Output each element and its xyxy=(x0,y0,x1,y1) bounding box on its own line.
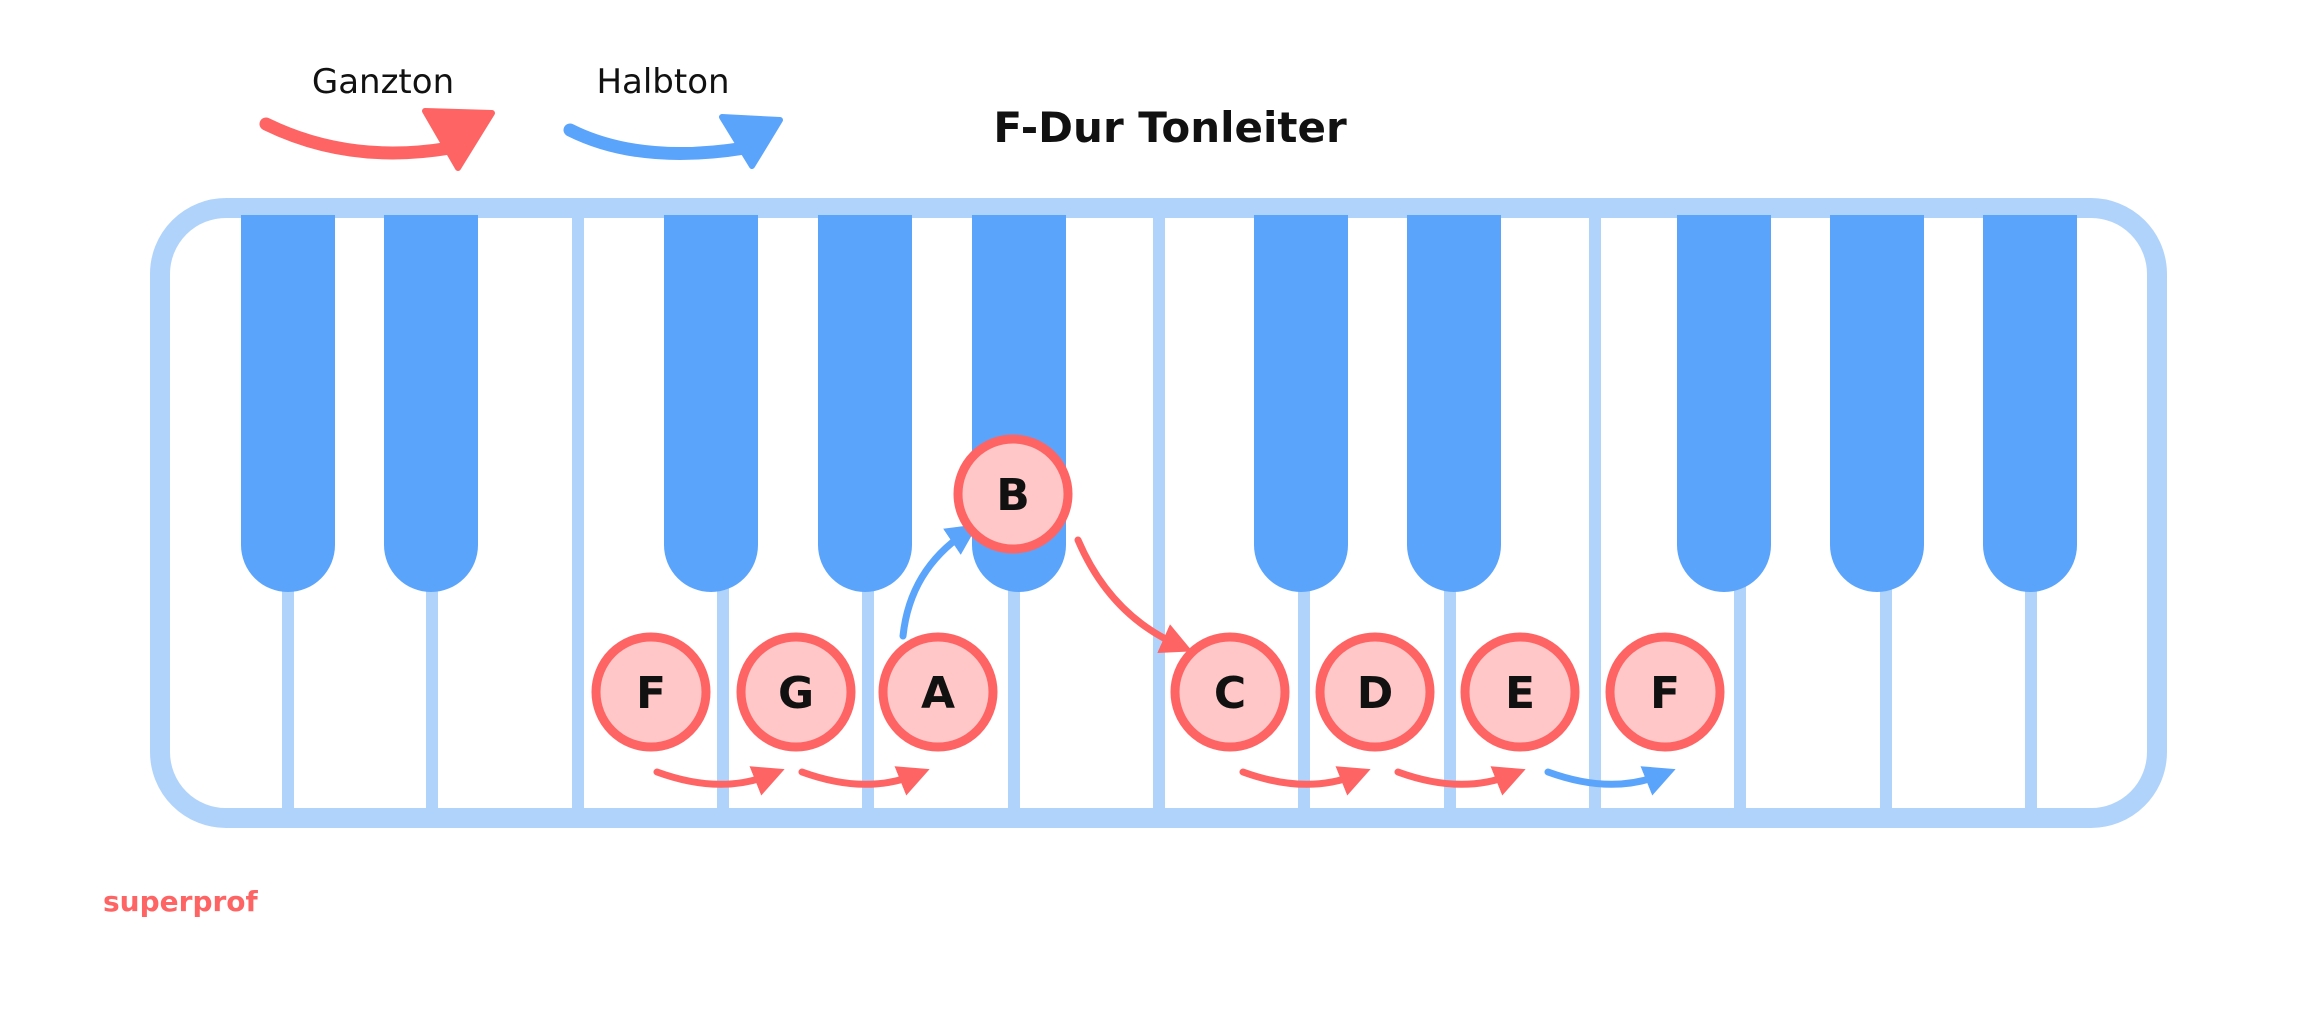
note-label: G xyxy=(778,668,814,719)
black-key xyxy=(384,215,478,592)
note-circle xyxy=(878,632,998,752)
black-key xyxy=(1983,215,2077,592)
scale-notes: F G A B C D E F xyxy=(591,434,1725,752)
page-title: F-Dur Tonleiter xyxy=(993,103,1347,152)
step-arrow-d-e xyxy=(1394,766,1526,796)
note-b: B xyxy=(953,434,1073,554)
legend-half-step-label: Halbton xyxy=(596,62,729,102)
note-circle xyxy=(1170,632,1290,752)
note-circle xyxy=(591,632,711,752)
black-key xyxy=(664,215,758,592)
black-key xyxy=(1677,215,1771,592)
note-label: C xyxy=(1214,668,1246,719)
note-label: E xyxy=(1505,668,1535,719)
key-divider xyxy=(1153,208,1165,818)
piano-keyboard xyxy=(150,198,2167,828)
note-circle xyxy=(736,632,856,752)
black-key xyxy=(241,215,335,592)
note-g: G xyxy=(736,632,856,752)
note-circle xyxy=(953,434,1073,554)
step-arrow-a-b xyxy=(899,524,979,640)
note-a: A xyxy=(878,632,998,752)
step-arrow-c-d xyxy=(1239,766,1371,796)
whole-step-arrowhead-icon xyxy=(422,108,495,171)
legend: Ganzton Halbton xyxy=(259,62,783,171)
step-arrow-e-f xyxy=(1544,766,1676,796)
note-d: D xyxy=(1315,632,1435,752)
note-label: D xyxy=(1357,668,1394,719)
key-divider xyxy=(1589,208,1601,818)
note-circle xyxy=(1605,632,1725,752)
note-f-low: F xyxy=(591,632,711,752)
key-divider xyxy=(572,208,584,818)
note-f-high: F xyxy=(1605,632,1725,752)
note-e: E xyxy=(1460,632,1580,752)
step-arrow-f-g xyxy=(653,766,785,796)
legend-whole-step-label: Ganzton xyxy=(312,62,454,102)
step-arrows xyxy=(653,524,1676,796)
note-circle xyxy=(1460,632,1580,752)
note-circle xyxy=(1315,632,1435,752)
note-c: C xyxy=(1170,632,1290,752)
black-key xyxy=(818,215,912,592)
black-key xyxy=(1254,215,1348,592)
note-label: A xyxy=(921,668,955,719)
black-keys xyxy=(241,215,2077,592)
note-label: B xyxy=(996,470,1030,521)
brand-logo: superprof xyxy=(103,885,259,918)
half-step-arrowhead-icon xyxy=(719,114,783,169)
black-key xyxy=(1830,215,1924,592)
note-label: F xyxy=(636,668,666,719)
black-key xyxy=(1407,215,1501,592)
note-label: F xyxy=(1650,668,1680,719)
step-arrow-b-c xyxy=(1074,536,1193,654)
whole-step-arrow-icon xyxy=(259,117,457,160)
half-step-arrow-icon xyxy=(563,123,752,161)
step-arrow-g-a xyxy=(798,766,930,796)
